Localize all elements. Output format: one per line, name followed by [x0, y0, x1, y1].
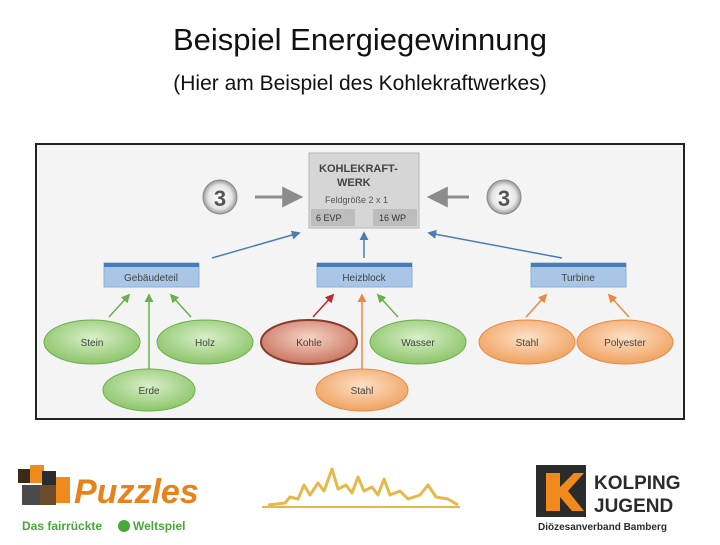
svg-text:3: 3	[498, 186, 510, 211]
arrow-turbine-to-card	[427, 229, 563, 259]
power-plant-card: KOHLEKRAFT- WERK Feldgröße 2 x 1 6 EVP 1…	[308, 152, 420, 229]
svg-text:Stein: Stein	[81, 338, 104, 349]
arrow-stahl-right	[525, 293, 548, 318]
kolping-tagline: Diözesanverband Bamberg	[538, 522, 667, 533]
puzzles-logo: Puzzles Das fairrückte Weltspiel	[18, 465, 199, 533]
arrow-wasser	[376, 293, 399, 318]
resource-polyester: Polyester	[576, 319, 674, 365]
resource-erde: Erde	[102, 368, 196, 412]
resource-stein: Stein	[43, 319, 141, 365]
arrow-holz	[169, 293, 192, 318]
svg-text:Gebäudeteil: Gebäudeteil	[124, 273, 178, 284]
puzzles-tagline-1: Das fairrückte	[22, 519, 102, 533]
puzzles-wordmark: Puzzles	[74, 473, 199, 511]
footer-logos: Puzzles Das fairrückte Weltspiel KOLPING…	[0, 455, 720, 540]
resource-stahl-center: Stahl	[315, 368, 409, 412]
kolping-jugend-logo: KOLPING JUGEND Diözesanverband Bamberg	[536, 465, 681, 533]
skyline-logo	[262, 467, 460, 508]
card-evp: 6 EVP	[316, 213, 342, 223]
card-wp: 16 WP	[379, 213, 406, 223]
resource-holz: Holz	[156, 319, 254, 365]
production-diagram: KOHLEKRAFT- WERK Feldgröße 2 x 1 6 EVP 1…	[43, 152, 674, 412]
card-title-line2: WERK	[337, 177, 371, 189]
svg-text:Stahl: Stahl	[516, 338, 539, 349]
kolping-wordmark: KOLPING	[594, 473, 681, 494]
left-badge: 3	[202, 179, 238, 215]
component-gebaeudeteil: Gebäudeteil	[103, 262, 200, 288]
component-turbine: Turbine	[530, 262, 627, 288]
slide-title: Beispiel Energiegewinnung	[173, 22, 547, 57]
component-heizblock: Heizblock	[316, 262, 413, 288]
right-badge: 3	[486, 179, 522, 215]
resource-stahl-right: Stahl	[478, 319, 576, 365]
diagram-panel: KOHLEKRAFT- WERK Feldgröße 2 x 1 6 EVP 1…	[35, 143, 685, 420]
arrow-kohle	[312, 293, 335, 318]
svg-text:Kohle: Kohle	[296, 338, 322, 349]
resource-wasser: Wasser	[369, 319, 467, 365]
svg-text:Holz: Holz	[195, 338, 215, 349]
svg-text:Turbine: Turbine	[561, 273, 595, 284]
globe-icon	[118, 520, 130, 532]
svg-text:Stahl: Stahl	[351, 386, 374, 397]
slide-subtitle: (Hier am Beispiel des Kohlekraftwerkes)	[173, 72, 547, 95]
arrow-gebaeudeteil-to-card	[211, 230, 301, 259]
resource-kohle: Kohle	[260, 319, 358, 365]
puzzles-tagline-2: Weltspiel	[133, 519, 185, 533]
svg-text:Polyester: Polyester	[604, 338, 646, 349]
svg-text:Wasser: Wasser	[401, 338, 435, 349]
svg-text:3: 3	[214, 186, 226, 211]
card-field-size: Feldgröße 2 x 1	[325, 195, 388, 205]
jugend-wordmark: JUGEND	[594, 496, 673, 517]
svg-text:Erde: Erde	[138, 386, 160, 397]
svg-text:Heizblock: Heizblock	[342, 273, 386, 284]
arrow-stein	[108, 293, 131, 318]
card-title-line1: KOHLEKRAFT-	[319, 163, 398, 175]
arrow-polyester	[607, 293, 630, 318]
